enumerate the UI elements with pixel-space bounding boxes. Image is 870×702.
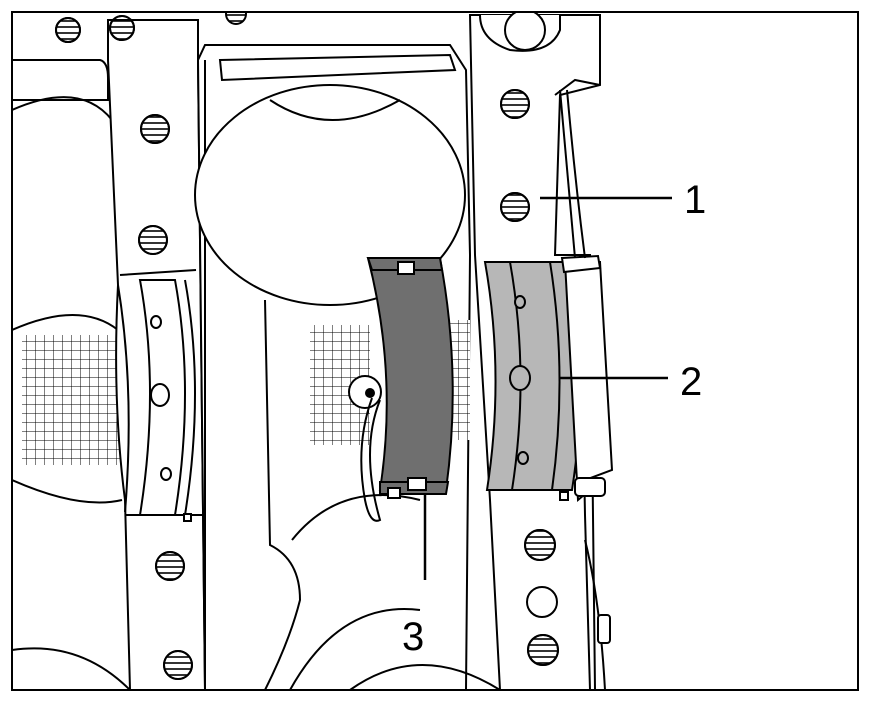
bearing-cap-plate — [559, 89, 614, 503]
left-bearing-web — [55, 12, 247, 690]
leader-lines — [423, 196, 672, 580]
left-mesh-grid — [22, 335, 132, 465]
right-bolt-holes — [500, 89, 559, 666]
cylinder-bore-upper — [194, 84, 466, 306]
callout-3: 3 — [402, 615, 424, 659]
left-bolt-holes — [55, 12, 247, 680]
bearing-shell-removed — [348, 257, 454, 522]
callout-1: 1 — [684, 178, 706, 222]
figure-frame — [11, 11, 859, 691]
bearing-shell-installed — [483, 261, 582, 501]
center-cylinder-bay — [194, 44, 501, 690]
left-crankcase-section — [12, 59, 132, 690]
callout-2: 2 — [680, 360, 702, 404]
